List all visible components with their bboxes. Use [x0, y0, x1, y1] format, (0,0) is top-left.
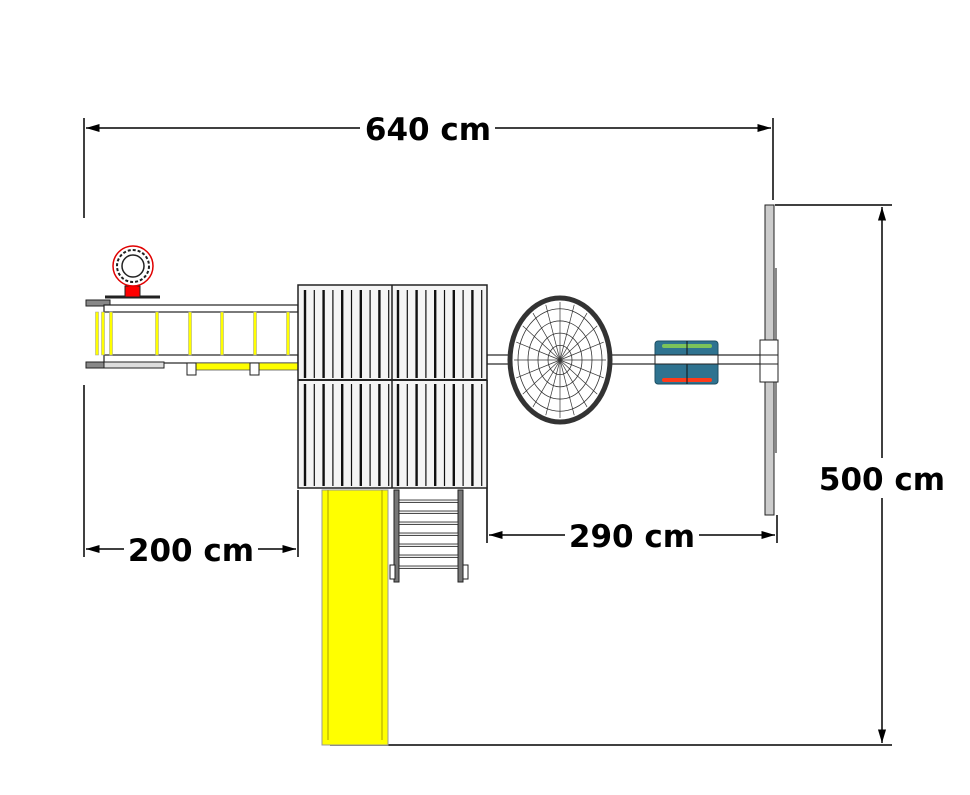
ladder-step	[398, 510, 459, 514]
ladder	[389, 489, 469, 583]
ladder-step	[398, 499, 459, 503]
ladder-step	[398, 521, 459, 525]
monkey-bar-rung	[101, 311, 105, 356]
net-strand	[559, 359, 598, 395]
net-strand	[559, 304, 575, 361]
dimension-depth: 500 cm	[330, 204, 950, 746]
net-strand	[559, 312, 588, 361]
monkey-bar-rung	[109, 311, 113, 356]
net-strand	[545, 359, 561, 416]
slide	[321, 489, 389, 746]
net-strand	[522, 325, 561, 361]
net-strand	[559, 359, 604, 379]
ladder-step	[398, 565, 459, 569]
dimension-width: 640 cm	[83, 110, 774, 218]
net-strand	[559, 341, 604, 361]
climbing-net	[507, 295, 613, 425]
net-strand	[545, 304, 561, 361]
net-strand	[559, 325, 598, 361]
dimension-swing-section: 290 cm	[486, 380, 778, 555]
swing-a-frame	[759, 204, 779, 516]
left-section-label: 200 cm	[128, 533, 254, 569]
tire-swing-seat	[654, 340, 719, 385]
width-label: 640 cm	[365, 112, 491, 148]
net-strand	[532, 312, 561, 361]
monkey-bar-rung	[220, 311, 224, 356]
deck	[297, 284, 488, 489]
net-strand	[559, 359, 588, 408]
monkey-bar-rung	[155, 311, 159, 356]
dimension-left-section: 200 cm	[83, 385, 299, 569]
net-strand	[516, 359, 561, 379]
monkey-bar-rung	[253, 311, 257, 356]
net-strand	[559, 359, 575, 416]
monkey-bar-rung	[188, 311, 192, 356]
ladder-step	[398, 543, 459, 547]
depth-label: 500 cm	[819, 462, 945, 498]
ladder-step	[398, 532, 459, 536]
monkey-bars	[85, 299, 299, 376]
net-strand	[522, 359, 561, 395]
monkey-bar-rung	[95, 311, 99, 356]
net-strand	[516, 341, 561, 361]
net-strand	[532, 359, 561, 408]
ladder-step	[398, 554, 459, 558]
monkey-bar-rung	[286, 311, 290, 356]
basketball-hoop	[105, 245, 160, 299]
swing-section-label: 290 cm	[569, 519, 695, 555]
